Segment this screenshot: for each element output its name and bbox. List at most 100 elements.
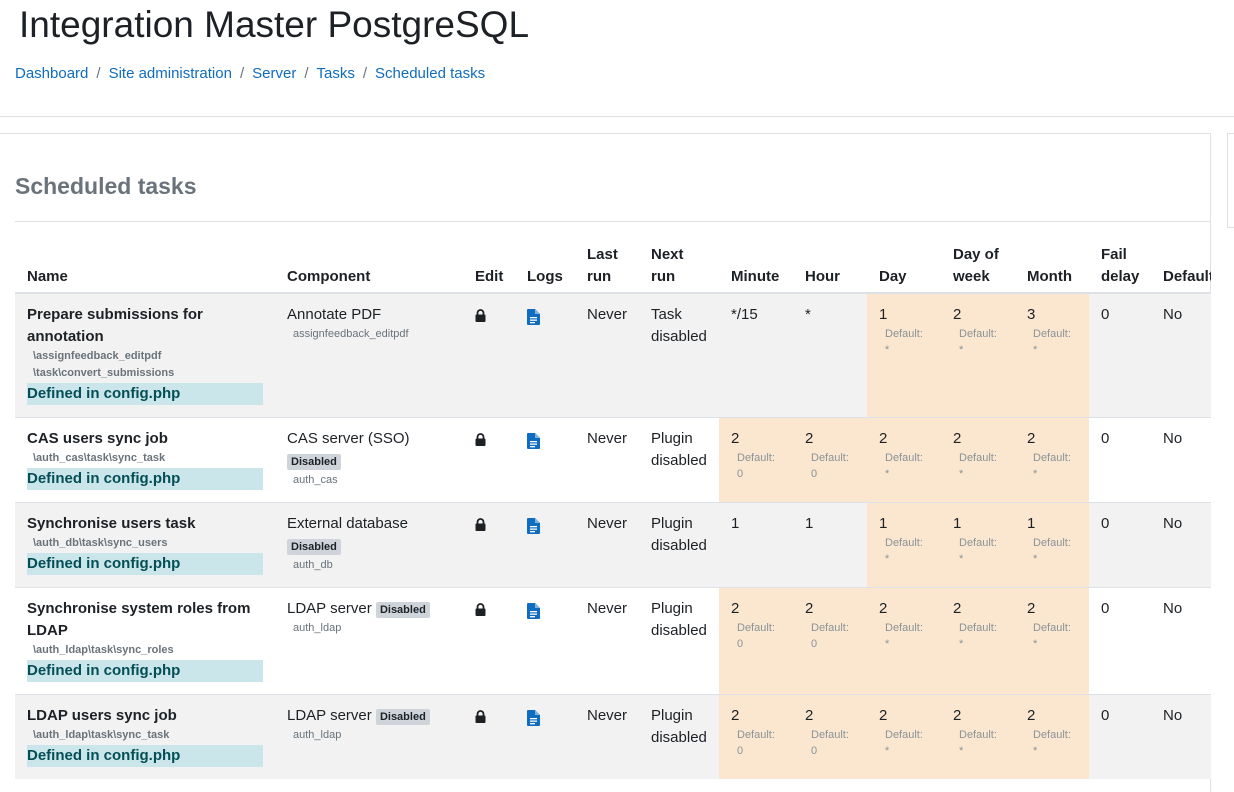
- day-of-week-value: 2: [953, 306, 962, 323]
- logs-cell: [515, 587, 575, 695]
- view-logs-file-icon[interactable]: [527, 518, 540, 534]
- day-of-week-default-label: Default:: [959, 622, 997, 634]
- minute-default-value: 0: [737, 638, 744, 650]
- task-classname: \task\convert_submissions: [33, 367, 175, 379]
- config-defined-note: Defined in config.php: [27, 660, 263, 682]
- breadcrumb-site-administration[interactable]: Site administration: [108, 65, 232, 82]
- status-badge: Disabled: [375, 602, 430, 618]
- logs-cell: [515, 292, 575, 418]
- month-default-value: *: [1033, 638, 1038, 650]
- header-day: Day: [867, 222, 941, 294]
- breadcrumb-scheduled-tasks[interactable]: Scheduled tasks: [375, 65, 486, 82]
- header-hour: Hour: [793, 222, 867, 294]
- task-name-cell: Prepare submissions for annotation\assig…: [15, 292, 275, 418]
- view-logs-file-icon[interactable]: [527, 710, 540, 726]
- component-line: LDAP server Disabled: [287, 598, 451, 620]
- component-frankenstyle: auth_db: [293, 559, 333, 571]
- month-default-label: Default:: [1033, 328, 1071, 340]
- breadcrumb-separator: /: [96, 65, 101, 82]
- component-line: Annotate PDF: [287, 304, 451, 326]
- day-default-label: Default:: [885, 328, 923, 340]
- component-cell: LDAP server Disabled auth_ldap: [275, 587, 463, 695]
- task-classname: \auth_db\task\sync_users: [33, 537, 168, 549]
- month-default-label: Default:: [1033, 537, 1071, 549]
- month-default-label: Default:: [1033, 729, 1071, 741]
- config-defined-note: Defined in config.php: [27, 468, 263, 490]
- task-name: Synchronise system roles from LDAP: [27, 600, 251, 639]
- lock-icon: [475, 518, 486, 531]
- component-frankenstyle: auth_ldap: [293, 622, 342, 634]
- day-of-week-default-value: *: [959, 638, 964, 650]
- month-default-label: Default:: [1033, 452, 1071, 464]
- config-defined-note: Defined in config.php: [27, 553, 263, 575]
- day-of-week-default-label: Default:: [959, 729, 997, 741]
- header-next-run: Next run: [639, 222, 719, 294]
- fail-delay-cell: 0: [1089, 417, 1151, 503]
- breadcrumb-dashboard[interactable]: Dashboard: [15, 65, 89, 82]
- task-classname: \assignfeedback_editpdf: [33, 350, 162, 362]
- day-of-week-value: 2: [953, 430, 962, 447]
- scheduled-tasks-table-wrapper[interactable]: Name Component Edit Logs Last run Next r…: [15, 221, 1211, 792]
- section-heading: Scheduled tasks: [15, 173, 197, 199]
- last-run-cell: Never: [575, 417, 639, 503]
- last-run-cell: Never: [575, 694, 639, 779]
- hour-cell: *: [793, 292, 867, 418]
- minute-default-value: 0: [737, 745, 744, 757]
- task-name-cell: Synchronise system roles from LDAP\auth_…: [15, 587, 275, 695]
- edit-cell: [463, 587, 515, 695]
- badge-line: Disabled: [287, 450, 451, 472]
- fail-delay-cell: 0: [1089, 502, 1151, 588]
- view-logs-file-icon[interactable]: [527, 603, 540, 619]
- hour-value: 2: [805, 707, 814, 724]
- last-run-cell: Never: [575, 587, 639, 695]
- month-default-label: Default:: [1033, 622, 1071, 634]
- month-default-value: *: [1033, 745, 1038, 757]
- edit-cell: [463, 502, 515, 588]
- component-name: LDAP server: [287, 600, 372, 617]
- breadcrumb-tasks[interactable]: Tasks: [316, 65, 355, 82]
- hour-default-label: Default:: [811, 622, 849, 634]
- day-of-week-value: 2: [953, 600, 962, 617]
- month-value: 2: [1027, 707, 1036, 724]
- month-value: 1: [1027, 515, 1036, 532]
- minute-default-value: 0: [737, 468, 744, 480]
- status-badge: Disabled: [375, 709, 430, 725]
- table-row: CAS users sync job\auth_cas\task\sync_ta…: [15, 417, 1211, 503]
- last-run-cell: Never: [575, 292, 639, 418]
- month-value: 3: [1027, 306, 1036, 323]
- day-value: 2: [879, 707, 888, 724]
- status-badge: Disabled: [287, 454, 341, 470]
- next-run-cell: Plugin disabled: [639, 587, 719, 695]
- task-name-cell: Synchronise users task\auth_db\task\sync…: [15, 502, 275, 588]
- component-line: LDAP server Disabled: [287, 705, 451, 727]
- last-run-cell: Never: [575, 502, 639, 588]
- hour-value: 1: [805, 515, 814, 532]
- hour-value: *: [805, 306, 811, 323]
- task-name: LDAP users sync job: [27, 707, 177, 724]
- minute-value: 2: [731, 600, 740, 617]
- header-name: Name: [15, 222, 275, 294]
- breadcrumb-server[interactable]: Server: [252, 65, 297, 82]
- day-default-label: Default:: [885, 622, 923, 634]
- hour-default-value: 0: [811, 638, 818, 650]
- view-logs-file-icon[interactable]: [527, 309, 540, 325]
- header-month: Month: [1015, 222, 1089, 294]
- day-of-week-default-label: Default:: [959, 328, 997, 340]
- view-logs-file-icon[interactable]: [527, 433, 540, 449]
- header-edit: Edit: [463, 222, 515, 294]
- side-panel-edge: [1227, 133, 1234, 228]
- table-header-row: Name Component Edit Logs Last run Next r…: [15, 222, 1211, 294]
